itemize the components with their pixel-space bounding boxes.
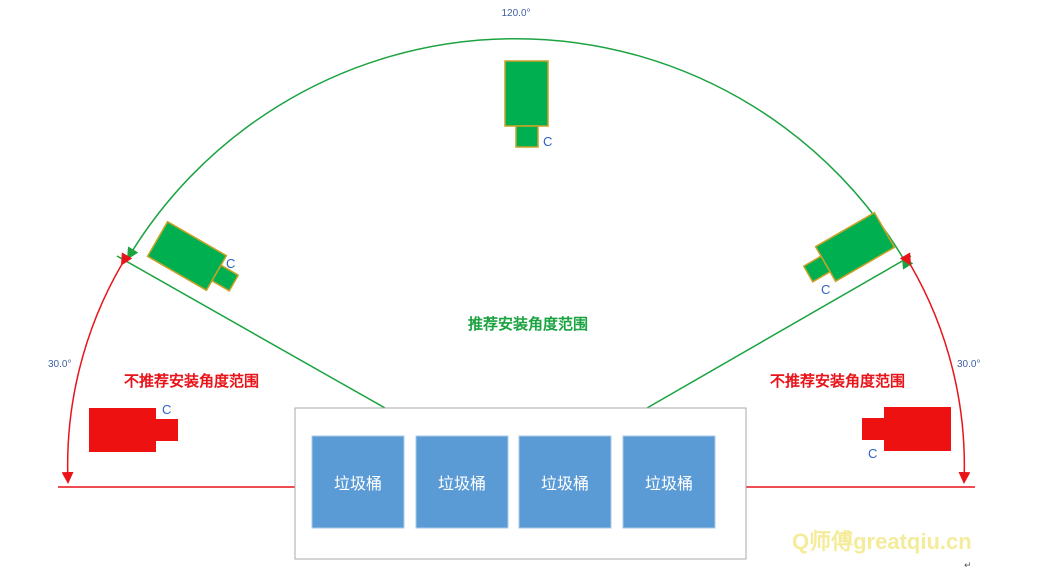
svg-text:垃圾桶: 垃圾桶 — [438, 474, 486, 493]
watermark: Q师傅greatqiu.cn — [792, 529, 972, 554]
svg-text:垃圾桶: 垃圾桶 — [334, 474, 382, 493]
angle-label-left: 30.0° — [48, 359, 71, 370]
camera-icon-red-left: C — [89, 402, 178, 452]
camera-icon-left — [146, 220, 240, 292]
angle-label-right: 30.0° — [957, 359, 980, 370]
not-recommended-label-left: 不推荐安装角度范围 — [124, 372, 259, 390]
bin: 垃圾桶 — [415, 435, 509, 529]
svg-text:垃圾桶: 垃圾桶 — [645, 474, 693, 493]
paragraph-mark: ↵ — [964, 561, 972, 570]
recommended-arc — [126, 38, 914, 270]
bin: 垃圾桶 — [518, 435, 612, 529]
svg-text:C: C — [162, 402, 171, 417]
bin: 垃圾桶 — [622, 435, 716, 529]
not-recommended-label-right: 不推荐安装角度范围 — [770, 372, 905, 390]
svg-text:垃圾桶: 垃圾桶 — [541, 474, 589, 493]
not-recommended-arc-left — [61, 252, 133, 484]
camera-mark-left: C — [226, 256, 235, 271]
bin: 垃圾桶 — [311, 435, 405, 529]
camera-icon-red-right: C — [862, 407, 951, 461]
recommended-range-label: 推荐安装角度范围 — [468, 315, 588, 333]
boundary-line-right — [646, 255, 912, 409]
not-recommended-arc-right — [899, 252, 971, 484]
angle-label-top: 120.0° — [501, 8, 530, 19]
boundary-line-left — [116, 255, 386, 409]
camera-mark-right: C — [821, 282, 830, 297]
camera-icon-top: C — [504, 60, 552, 149]
camera-icon-right — [802, 211, 896, 283]
svg-text:C: C — [868, 446, 877, 461]
svg-text:C: C — [543, 134, 552, 149]
